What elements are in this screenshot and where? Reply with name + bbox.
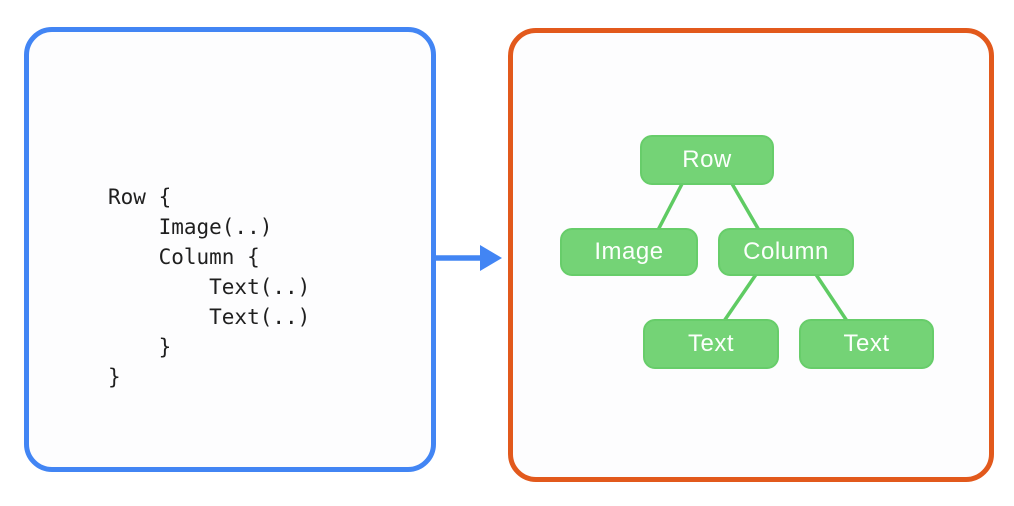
code-panel: Row { Image(..) Column { Text(..) Text(.… <box>24 27 436 472</box>
tree-node-text-right: Text <box>799 319 934 369</box>
tree-node-column: Column <box>718 228 854 276</box>
tree-node-text-left: Text <box>643 319 779 369</box>
code-line: Image(..) <box>108 215 273 239</box>
code-block: Row { Image(..) Column { Text(..) Text(.… <box>108 182 310 392</box>
code-line: Column { <box>108 245 260 269</box>
code-line: Row { <box>108 185 172 209</box>
code-line: Text(..) <box>108 305 311 329</box>
tree-panel: Row Image Column Text Text <box>508 28 994 482</box>
code-line: } <box>108 335 172 359</box>
code-line: Text(..) <box>108 275 311 299</box>
tree-node-image: Image <box>560 228 698 276</box>
code-line: } <box>108 365 121 389</box>
arrow-right-icon <box>432 240 506 276</box>
tree-edges <box>655 181 851 325</box>
tree-node-row: Row <box>640 135 774 185</box>
